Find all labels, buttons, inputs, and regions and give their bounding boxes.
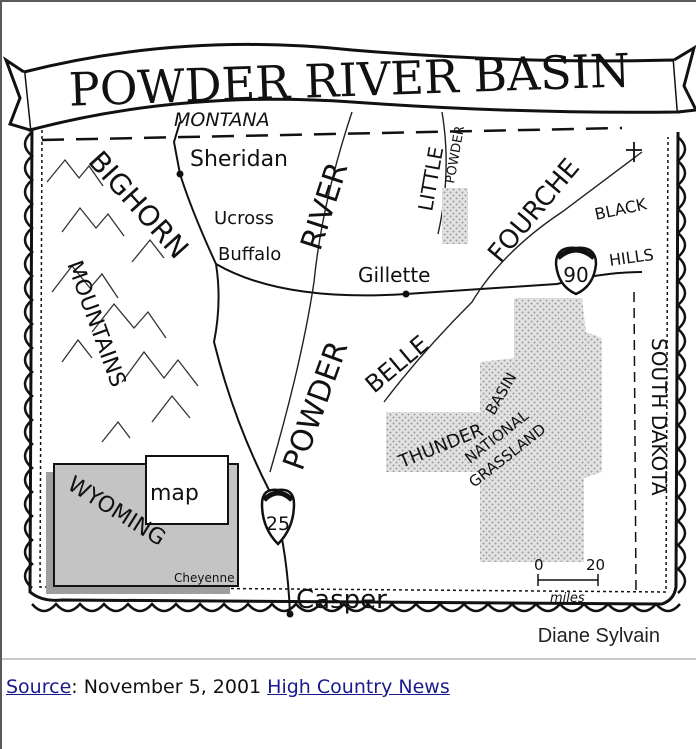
source-caption: Source: November 5, 2001 High Country Ne… [6,676,450,698]
powder-river-basin-map: POWDER RIVER BASIN MONTANA BIGHORN MOUNT… [3,42,696,618]
south-dakota-border [633,291,637,593]
source-separator: : [71,676,78,698]
scale-bar [537,574,599,586]
label-buffalo: Buffalo [218,244,281,265]
bighorn-mountains-sketch [46,158,199,443]
scale-twenty: 20 [586,556,605,574]
map-border [28,121,680,606]
label-south-dakota: SOUTH DAKOTA [647,338,671,496]
caption-divider [2,658,696,660]
artist-credit: Diane Sylvain [537,625,660,647]
interstate-90-shield [554,246,598,296]
tick-mark [626,142,642,162]
state-border-line [41,126,623,142]
thunder-basin-grassland [386,298,602,562]
i90-number: 90 [563,263,588,287]
label-casper: Casper [296,585,387,615]
label-black: BLACK [593,194,649,224]
high-country-news-link[interactable]: High Country News [267,676,450,698]
interstate-25-shield [260,488,296,546]
inset-map-label: map [150,481,199,506]
label-gillette: Gillette [358,263,430,287]
little-powder-patch [442,188,468,244]
source-date: November 5, 2001 [83,676,262,698]
i25-number: 25 [266,513,290,535]
label-mountains: MOUNTAINS [61,258,130,391]
scalloped-edge [31,602,681,613]
credit-row: Diane Sylvain [2,614,696,658]
town-dots [176,170,410,618]
label-belle: BELLE [360,330,434,399]
label-ucross: Ucross [214,208,274,229]
label-montana: MONTANA [174,109,270,131]
label-hills: HILLS [608,245,655,270]
scalloped-right-edge [676,136,687,594]
label-powder-river-upper: RIVER [294,158,355,254]
inset-capital-label: Cheyenne [174,571,234,585]
scale-zero: 0 [534,556,544,574]
wyoming-inset [46,455,239,594]
rivers [269,111,643,473]
map-figure: POWDER RIVER BASIN MONTANA BIGHORN MOUNT… [2,2,696,658]
roads [172,121,643,615]
source-link[interactable]: Source [6,676,72,698]
label-sheridan: Sheridan [190,147,288,172]
scalloped-left-edge [23,131,34,589]
scale-unit: miles [550,591,585,606]
title-banner [3,42,696,132]
